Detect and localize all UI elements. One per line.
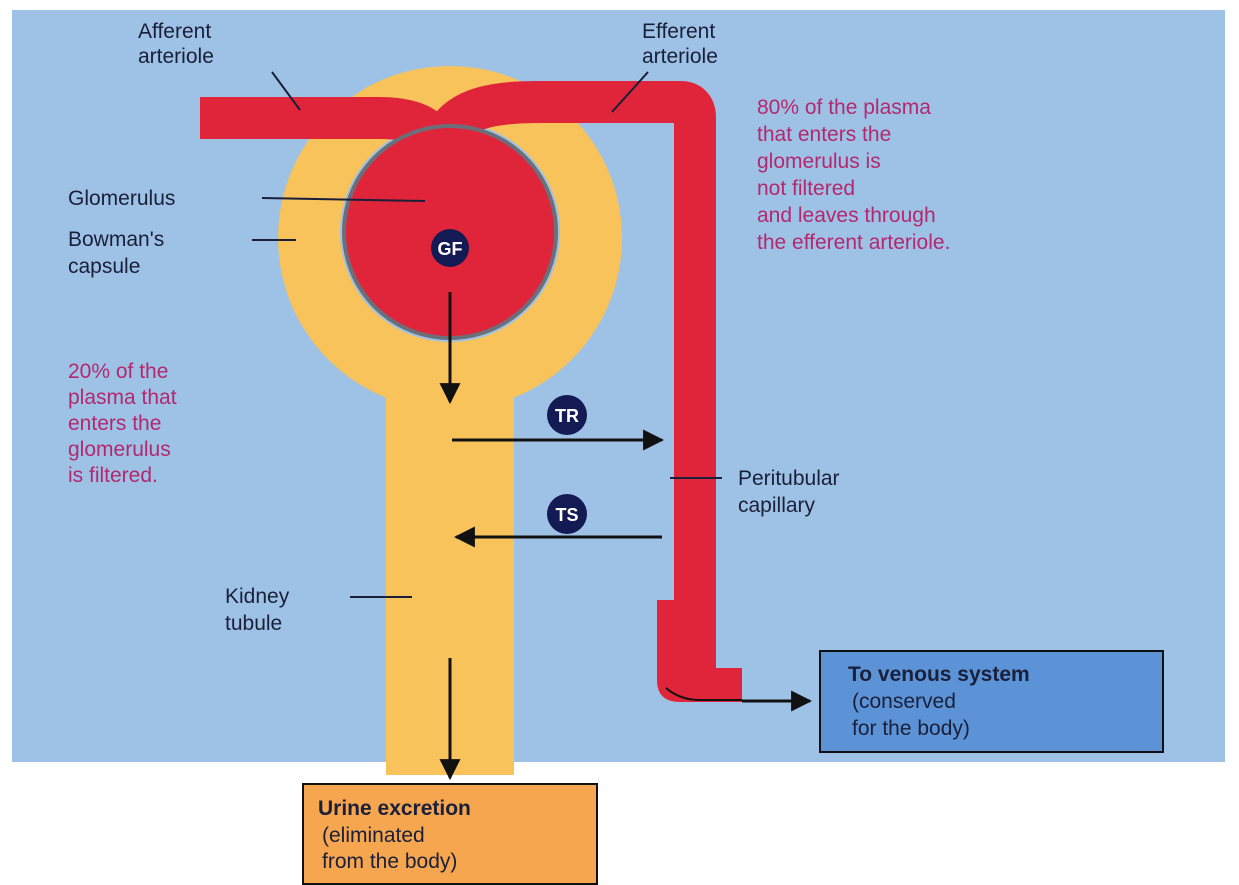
filtered-note-line: plasma that [68, 386, 177, 409]
efferent-label-line2: arteriole [642, 45, 718, 68]
tubule-label-line2: tubule [225, 612, 282, 635]
urine-box-title: Urine excretion [318, 797, 471, 820]
not-filtered-note-line: and leaves through [757, 204, 936, 227]
gf-badge-label: GF [438, 239, 463, 259]
tr-badge: TR [547, 395, 587, 435]
urine-box-line: (eliminated [322, 824, 425, 847]
venous-box-line: for the body) [852, 717, 970, 740]
venous-system-box: To venous system (conserved for the body… [820, 651, 1163, 752]
tubule-label-line1: Kidney [225, 585, 290, 608]
urine-box-line: from the body) [322, 850, 457, 873]
ts-badge: TS [547, 494, 587, 534]
not-filtered-note-line: the efferent arteriole. [757, 231, 950, 254]
efferent-label-line1: Efferent [642, 20, 715, 43]
filtered-note-line: 20% of the [68, 360, 168, 383]
not-filtered-note-line: not filtered [757, 177, 855, 200]
bowmans-label-line2: capsule [68, 255, 140, 278]
tr-badge-label: TR [555, 406, 579, 426]
bowmans-label-line1: Bowman's [68, 228, 164, 251]
filtered-note-line: is filtered. [68, 464, 158, 487]
not-filtered-note-line: glomerulus is [757, 150, 881, 173]
peritubular-label-line2: capillary [738, 494, 816, 517]
afferent-label-line2: arteriole [138, 45, 214, 68]
not-filtered-note-line: that enters the [757, 123, 891, 146]
venous-box-line: (conserved [852, 690, 956, 713]
peritubular-label-line1: Peritubular [738, 467, 840, 490]
filtered-note-line: glomerulus [68, 438, 171, 461]
urine-excretion-box: Urine excretion (eliminated from the bod… [303, 784, 597, 884]
gf-badge: GF [431, 229, 469, 267]
afferent-label-line1: Afferent [138, 20, 211, 43]
venous-box-title: To venous system [848, 663, 1030, 686]
filtered-note-line: enters the [68, 412, 161, 435]
ts-badge-label: TS [555, 505, 578, 525]
not-filtered-note-line: 80% of the plasma [757, 96, 931, 119]
glomerulus-label: Glomerulus [68, 187, 175, 210]
